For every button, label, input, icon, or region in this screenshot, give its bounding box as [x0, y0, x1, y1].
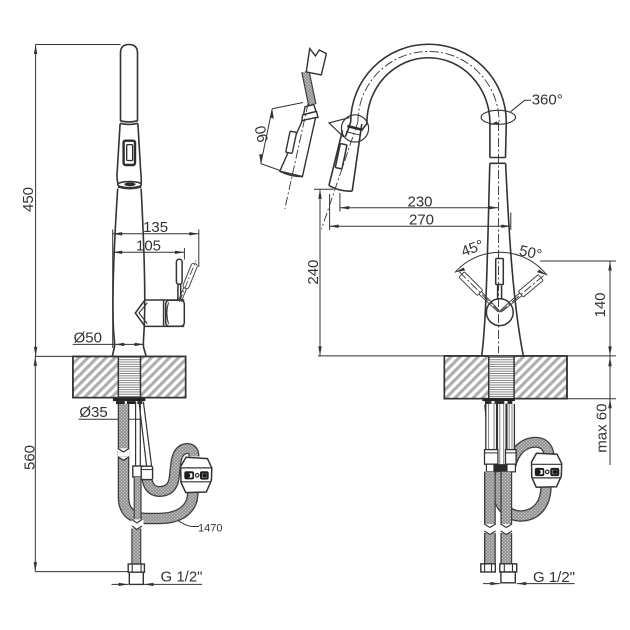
svg-text:50°: 50° — [517, 242, 543, 264]
svg-text:105: 105 — [136, 237, 161, 254]
svg-text:Ø50: Ø50 — [74, 329, 102, 346]
svg-text:360°: 360° — [532, 92, 563, 109]
svg-text:45°: 45° — [459, 237, 486, 261]
svg-text:560: 560 — [22, 445, 39, 470]
svg-text:270: 270 — [409, 212, 434, 229]
svg-text:1470: 1470 — [198, 522, 222, 534]
svg-text:Ø35: Ø35 — [79, 404, 107, 421]
svg-text:140: 140 — [592, 292, 609, 317]
svg-text:G 1/2": G 1/2" — [160, 569, 202, 586]
svg-text:135: 135 — [143, 219, 168, 236]
svg-text:230: 230 — [407, 193, 432, 210]
svg-text:max 60: max 60 — [593, 403, 610, 452]
svg-text:450: 450 — [20, 187, 37, 212]
svg-text:G 1/2": G 1/2" — [533, 569, 575, 586]
svg-text:90: 90 — [252, 124, 272, 144]
svg-text:240: 240 — [305, 260, 322, 285]
